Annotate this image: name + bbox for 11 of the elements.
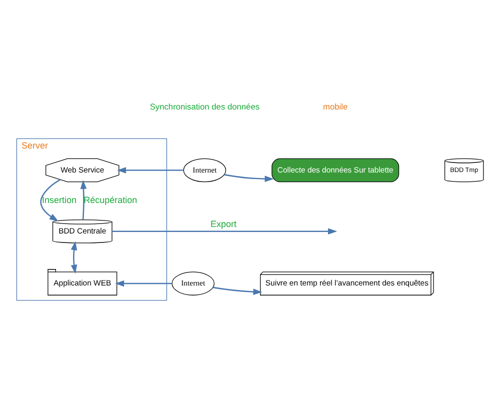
arrow <box>117 166 184 173</box>
label: mobile <box>323 100 348 111</box>
arrow <box>40 178 60 221</box>
arrow <box>224 174 274 182</box>
label: Synchronisation des données <box>150 100 260 111</box>
edge-label: Export <box>210 218 237 229</box>
arrow <box>115 280 172 286</box>
arrow <box>212 286 262 294</box>
arrow <box>80 179 87 220</box>
edge-label: Insertion <box>42 194 76 205</box>
arrow <box>70 240 78 274</box>
